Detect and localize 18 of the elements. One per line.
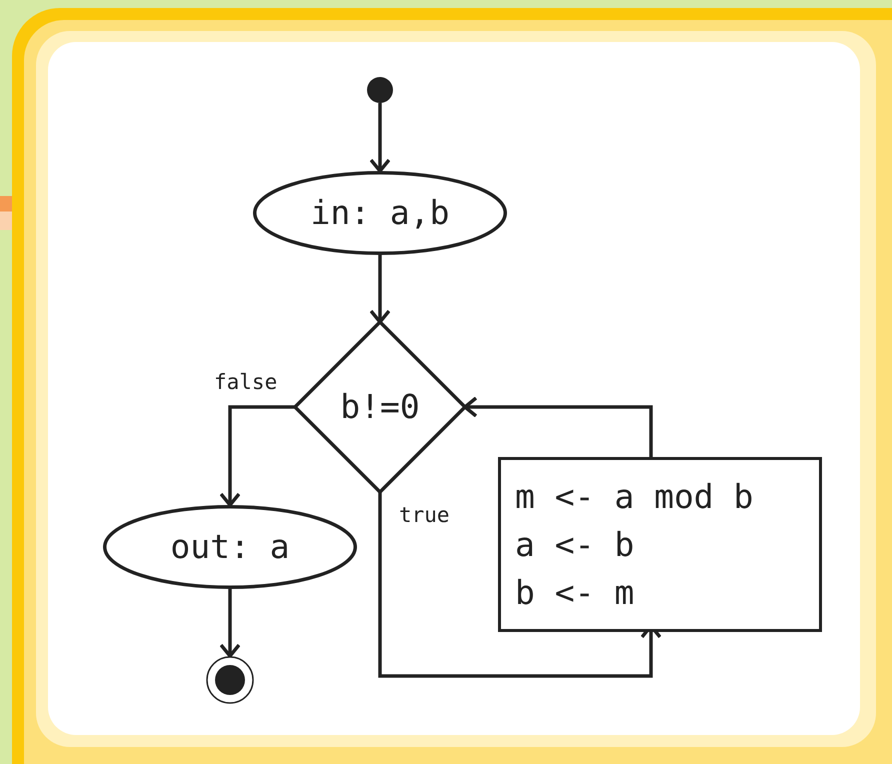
end-node — [206, 656, 254, 704]
arrow — [219, 589, 241, 658]
statement-text: b <- m — [515, 572, 634, 614]
node-text: in: a,b — [310, 192, 450, 234]
arrow — [369, 255, 391, 324]
statement-text: m <- a mod b — [515, 476, 754, 518]
node-text: out: a — [170, 526, 290, 568]
node-text: b!=0 — [340, 386, 420, 428]
statement-text: a <- b — [515, 524, 634, 566]
process-box — [498, 457, 822, 632]
arrow — [219, 405, 295, 507]
start-node — [367, 77, 393, 103]
terminal-ellipse — [103, 505, 357, 589]
terminal-ellipse — [253, 171, 507, 255]
arrow — [378, 492, 662, 678]
decision-diamond — [295, 322, 465, 492]
arrow — [463, 396, 653, 457]
arrow — [369, 103, 391, 173]
